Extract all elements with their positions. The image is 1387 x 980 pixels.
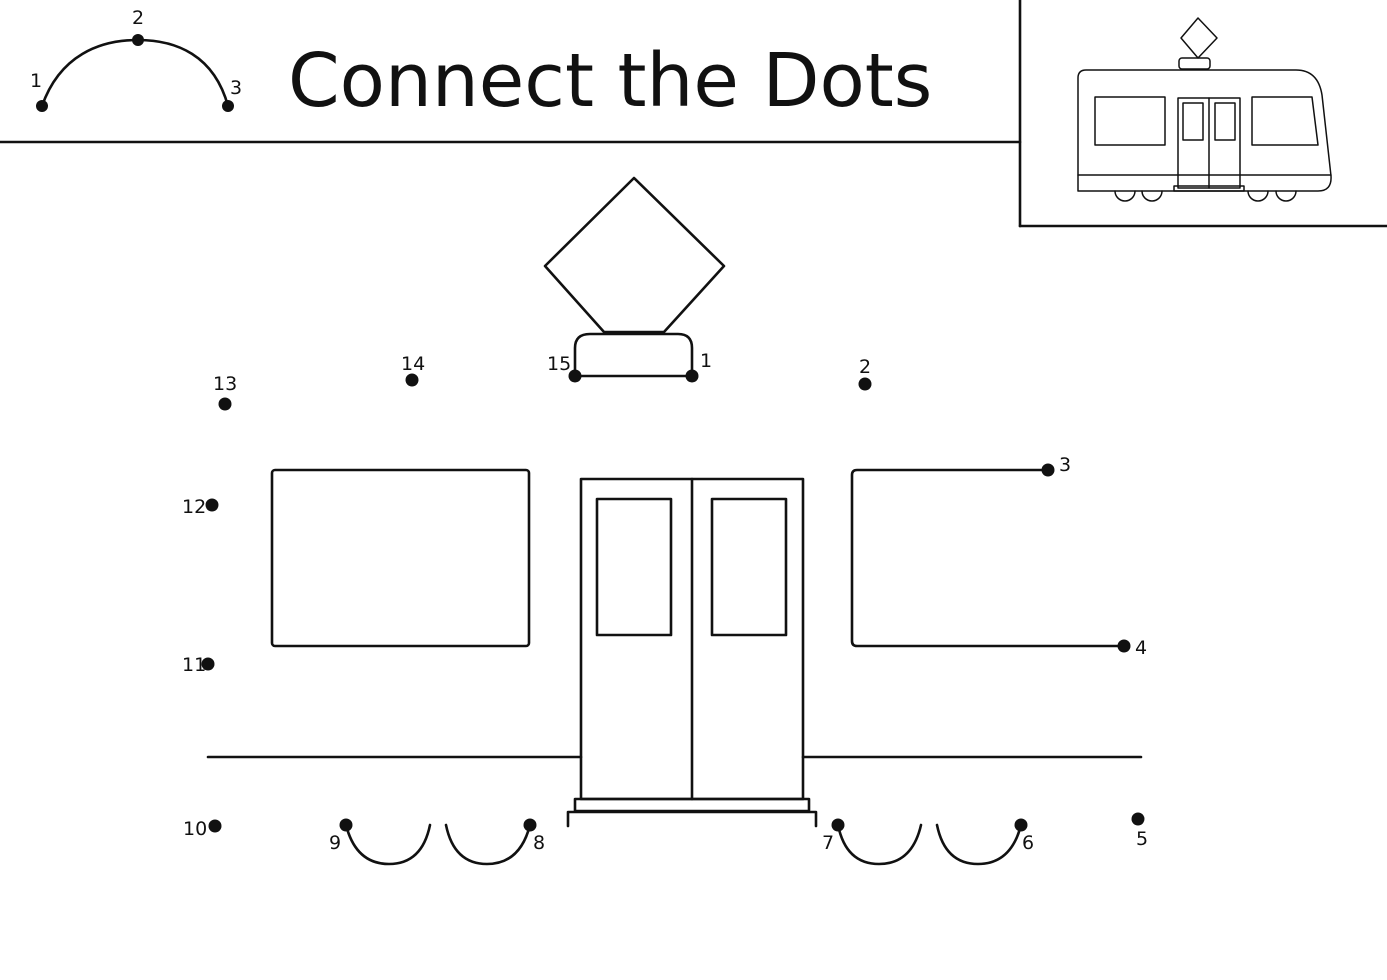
example-arc: 1 2 3	[30, 7, 242, 112]
example-label-3: 3	[230, 77, 242, 99]
dot-label-8: 8	[533, 832, 545, 854]
example-dot-1	[36, 100, 48, 112]
door-window-left	[595, 497, 673, 637]
page-title: Connect the Dots	[288, 38, 932, 124]
preview-pantograph-base	[1178, 57, 1211, 70]
dot-label-10: 10	[183, 818, 207, 840]
dot-8[interactable]	[523, 818, 537, 832]
dot-7[interactable]	[831, 818, 845, 832]
dot-label-4: 4	[1135, 637, 1147, 659]
pantograph	[543, 176, 726, 334]
dot-9[interactable]	[339, 818, 353, 832]
dot-label-14: 14	[401, 353, 425, 375]
preview-window-left	[1094, 96, 1166, 146]
door-step	[573, 797, 811, 813]
dot-6[interactable]	[1014, 818, 1028, 832]
wheel-4	[935, 823, 1023, 866]
dot-10[interactable]	[208, 819, 222, 833]
dot-label-15: 15	[547, 353, 571, 375]
dot-label-12: 12	[182, 496, 206, 518]
dot-label-6: 6	[1022, 832, 1034, 854]
dot-label-2: 2	[859, 356, 871, 378]
wheel-3	[836, 823, 923, 866]
dot-13[interactable]	[218, 397, 232, 411]
dot-4[interactable]	[1117, 639, 1131, 653]
pantograph-base	[573, 332, 694, 378]
example-label-1: 1	[30, 70, 42, 92]
dot-1[interactable]	[685, 369, 699, 383]
door-step-base	[566, 810, 818, 828]
example-dot-3	[222, 100, 234, 112]
dot-15[interactable]	[568, 369, 582, 383]
wheel-1	[344, 823, 432, 866]
preview-window-right	[1251, 96, 1319, 146]
header-frame	[0, 0, 1387, 228]
dot-11[interactable]	[201, 657, 215, 671]
dot-3[interactable]	[1041, 463, 1055, 477]
preview-wheel-2	[1141, 190, 1163, 202]
dot-2[interactable]	[858, 377, 872, 391]
example-label-2: 2	[132, 7, 144, 29]
preview-wheel-1	[1114, 190, 1136, 202]
window-left	[270, 468, 531, 648]
preview-door-window-right	[1214, 102, 1236, 141]
tram-drawing	[206, 176, 1143, 866]
dot-label-11: 11	[182, 654, 206, 676]
dot-label-13: 13	[213, 373, 237, 395]
wheel-2	[444, 823, 532, 866]
dot-label-1: 1	[700, 350, 712, 372]
example-dot-2	[132, 34, 144, 46]
preview-body	[1077, 69, 1332, 192]
preview-door-window-left	[1182, 102, 1204, 141]
door-window-right	[710, 497, 788, 637]
dot-12[interactable]	[205, 498, 219, 512]
preview-step	[1173, 185, 1245, 192]
example-arc-line	[40, 38, 230, 108]
preview-pantograph	[1180, 17, 1218, 59]
window-right	[850, 468, 1126, 648]
preview-wheel-4	[1275, 190, 1297, 202]
numbered-dots: 1 2 3 4 5 6 7 8 9 10 11 12 13 14 15	[182, 350, 1148, 854]
preview-tram	[1077, 17, 1332, 202]
dot-5[interactable]	[1131, 812, 1145, 826]
dot-label-5: 5	[1136, 828, 1148, 850]
dot-label-3: 3	[1059, 454, 1071, 476]
preview-wheel-3	[1247, 190, 1269, 202]
dot-label-9: 9	[329, 832, 341, 854]
dot-label-7: 7	[822, 832, 834, 854]
dot-14[interactable]	[405, 373, 419, 387]
